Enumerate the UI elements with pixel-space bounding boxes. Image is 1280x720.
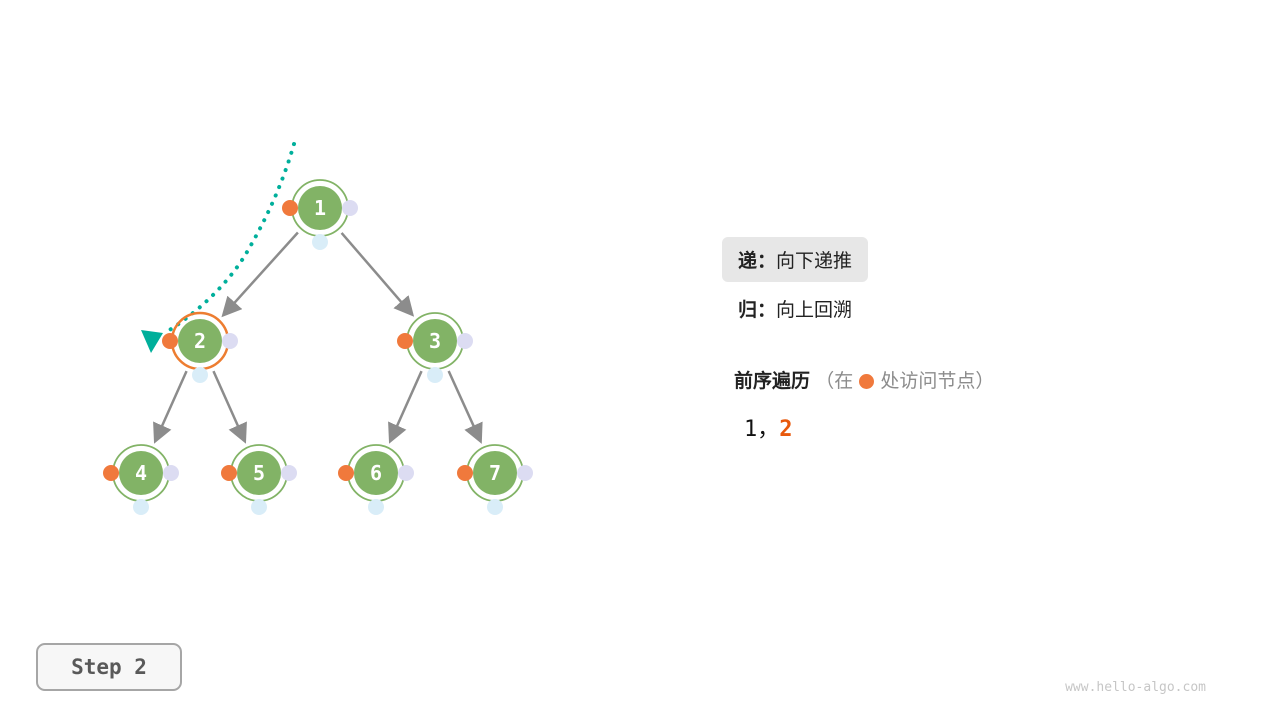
postorder-visit-dot [487, 499, 503, 515]
recurse-label: 递： [738, 251, 777, 272]
node-value: 5 [253, 461, 265, 485]
tree-edge [388, 370, 423, 444]
tree-edge [212, 370, 247, 444]
step-indicator: Step 2 [36, 643, 182, 691]
postorder-visit-dot [427, 367, 443, 383]
preorder-visit-dot [338, 465, 354, 481]
node-circle [119, 451, 163, 495]
inorder-visit-dot [457, 333, 473, 349]
node-circle [298, 186, 342, 230]
tree-nodes: 1 2 3 4 5 6 7 [103, 179, 533, 515]
step-label: Step 2 [71, 655, 147, 679]
tree-node-5: 5 [221, 444, 297, 515]
preorder-visit-dot [397, 333, 413, 349]
preorder-note-pre: （在 [815, 371, 854, 392]
inorder-visit-dot [281, 465, 297, 481]
legend-preorder: 前序遍历 （在 处访问节点） [734, 366, 994, 393]
postorder-visit-dot [192, 367, 208, 383]
sequence-current: 2 [779, 417, 793, 442]
visit-sequence: 1，2 [744, 411, 793, 443]
trace-arrowhead-icon [141, 330, 163, 353]
legend-recurse-down: 递：向下递推 [722, 237, 869, 282]
visit-dot-icon [859, 374, 875, 389]
node-value: 7 [489, 461, 501, 485]
legend-backtrack-up: 归：向上回溯 [738, 295, 852, 322]
node-value: 4 [135, 461, 147, 485]
postorder-visit-dot [133, 499, 149, 515]
postorder-visit-dot [312, 234, 328, 250]
node-circle [237, 451, 281, 495]
node-circle [413, 319, 457, 363]
inorder-visit-dot [163, 465, 179, 481]
preorder-visit-dot [282, 200, 298, 216]
inorder-visit-dot [398, 465, 414, 481]
postorder-visit-dot [368, 499, 384, 515]
tree-node-2: 2 [162, 311, 238, 383]
watermark: www.hello-algo.com [1065, 680, 1206, 695]
node-value: 1 [314, 196, 326, 220]
node-value: 3 [429, 329, 441, 353]
tree-edges [153, 231, 483, 444]
tree-edge [447, 370, 483, 444]
tree-edge [221, 231, 299, 318]
inorder-visit-dot [517, 465, 533, 481]
tree-node-4: 4 [103, 444, 179, 515]
tree-node-7: 7 [457, 444, 533, 515]
tree-node-6: 6 [338, 444, 414, 515]
backtrack-text: 向上回溯 [776, 300, 853, 321]
recurse-text: 向下递推 [776, 251, 853, 272]
node-value: 6 [370, 461, 382, 485]
node-circle [354, 451, 398, 495]
node-circle [178, 319, 222, 363]
preorder-visit-dot [457, 465, 473, 481]
recursion-trace-path [166, 142, 296, 333]
node-circle [473, 451, 517, 495]
sequence-done: 1， [744, 417, 780, 442]
postorder-visit-dot [251, 499, 267, 515]
preorder-visit-dot [103, 465, 119, 481]
tree-node-1: 1 [282, 179, 358, 250]
tree-node-3: 3 [397, 312, 473, 383]
preorder-visit-dot [162, 333, 178, 349]
tree-edge [153, 370, 188, 444]
preorder-note-post: 处访问节点） [880, 371, 995, 392]
inorder-visit-dot [222, 333, 238, 349]
node-value: 2 [194, 329, 206, 353]
inorder-visit-dot [342, 200, 358, 216]
preorder-visit-dot [221, 465, 237, 481]
tree-edge [340, 232, 415, 317]
backtrack-label: 归： [738, 300, 777, 321]
preorder-title: 前序遍历 [734, 371, 811, 392]
